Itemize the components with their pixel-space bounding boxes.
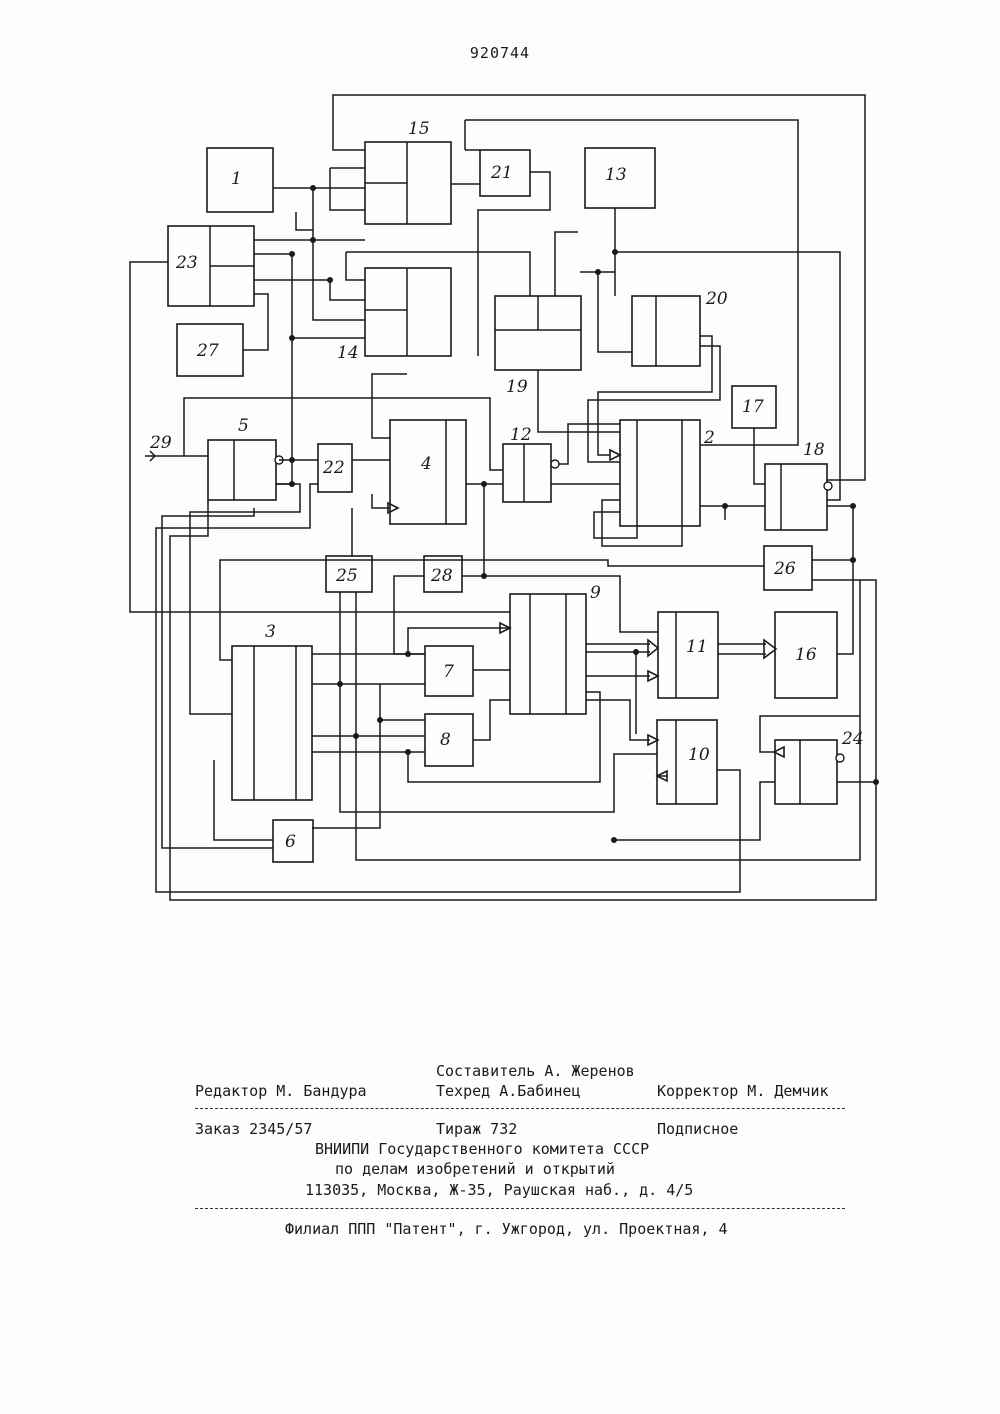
block-10-label: 10 <box>688 745 710 765</box>
order-line: Заказ 2345/57 <box>195 1120 312 1138</box>
block-3: 3 <box>232 622 312 800</box>
block-diagram: 1 15 21 13 23 14 19 20 27 <box>0 0 1000 960</box>
divider-bottom <box>195 1208 845 1209</box>
block-18-label: 18 <box>803 440 825 460</box>
block-7-label: 7 <box>443 662 454 682</box>
block-20-label: 20 <box>705 289 728 309</box>
block-7: 7 <box>425 646 473 696</box>
block-28-label: 28 <box>430 566 453 586</box>
block-10: 10 <box>657 720 717 804</box>
block-12: 12 <box>503 425 559 502</box>
block-13-label: 13 <box>605 165 627 185</box>
block-25-label: 25 <box>335 566 358 586</box>
block-23-label: 23 <box>175 253 198 273</box>
block-4: 4 <box>390 420 466 524</box>
block-1-label: 1 <box>231 169 242 189</box>
block-16: 16 <box>775 612 837 698</box>
block-11: 11 <box>658 612 718 698</box>
org-line-2: по делам изобретений и открытий <box>335 1160 615 1178</box>
block-4-label: 4 <box>420 454 432 474</box>
block-18: 18 <box>765 440 832 530</box>
input-29-label: 29 <box>149 433 172 453</box>
block-9: 9 <box>510 583 601 714</box>
block-14: 14 <box>337 268 451 363</box>
block-6: 6 <box>273 820 313 862</box>
block-22: 22 <box>318 444 352 492</box>
block-27-label: 27 <box>196 341 219 361</box>
circulation-line: Тираж 732 <box>436 1120 517 1138</box>
block-6-label: 6 <box>285 832 296 852</box>
block-9-label: 9 <box>590 583 601 603</box>
block-26-label: 26 <box>773 559 796 579</box>
block-27: 27 <box>177 324 243 376</box>
techred-line: Техред А.Бабинец <box>436 1082 581 1100</box>
divider-top <box>195 1108 845 1109</box>
block-17: 17 <box>732 386 776 428</box>
block-14-label: 14 <box>337 343 359 363</box>
editor-line: Редактор М. Бандура <box>195 1082 367 1100</box>
block-22-label: 22 <box>322 458 345 478</box>
block-3-label: 3 <box>265 622 276 642</box>
block-5: 5 <box>208 416 283 500</box>
block-8-label: 8 <box>440 730 451 750</box>
junction-dots <box>289 185 879 843</box>
block-20: 20 <box>632 289 728 366</box>
block-26: 26 <box>764 546 812 590</box>
block-25: 25 <box>326 556 372 592</box>
compiler-line: Составитель А. Жеренов <box>436 1062 635 1080</box>
block-28: 28 <box>424 556 462 592</box>
block-23: 23 <box>168 226 254 306</box>
input-29: 29 <box>145 433 208 461</box>
block-5-label: 5 <box>238 416 249 436</box>
block-21-label: 21 <box>490 163 513 183</box>
block-2: 2 <box>620 420 715 526</box>
block-15-label: 15 <box>408 119 430 139</box>
block-13: 13 <box>585 148 655 208</box>
block-16-label: 16 <box>795 645 817 665</box>
block-17-label: 17 <box>742 397 764 417</box>
block-15: 15 <box>365 119 451 224</box>
branch-line: Филиал ППП "Патент", г. Ужгород, ул. Про… <box>285 1220 728 1238</box>
org-line-1: ВНИИПИ Государственного комитета СССР <box>315 1140 649 1158</box>
block-24: 24 <box>775 729 864 804</box>
block-11-label: 11 <box>686 637 708 657</box>
block-1: 1 <box>207 148 273 212</box>
address-line: 113035, Москва, Ж-35, Раушская наб., д. … <box>305 1181 693 1199</box>
block-8: 8 <box>425 714 473 766</box>
block-19-label: 19 <box>506 377 528 397</box>
block-12-label: 12 <box>510 425 532 445</box>
corrector-line: Корректор М. Демчик <box>657 1082 829 1100</box>
block-21: 21 <box>480 150 530 196</box>
subscription-line: Подписное <box>657 1120 738 1138</box>
